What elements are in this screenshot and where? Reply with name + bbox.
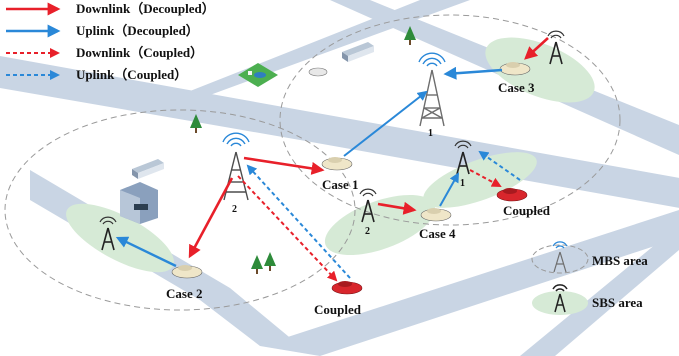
uplink-decoupled-case3: [443, 66, 503, 80]
uplink-decoupled-case4: [439, 172, 459, 207]
scenery: [120, 26, 416, 274]
vehicles: [171, 62, 531, 295]
building-icon: [120, 182, 158, 224]
car-icon: [420, 208, 452, 222]
coupled-label-right: Coupled: [503, 203, 551, 218]
tree-icon: [190, 114, 202, 133]
road-bottom-right: [520, 225, 679, 356]
mbs-areas: [4, 14, 621, 311]
car-icon: [171, 265, 203, 279]
signal-icon: [99, 216, 117, 225]
legend-label: Uplink（Decoupled）: [76, 23, 199, 38]
sbs-area-coupled: [423, 152, 537, 208]
sbs-area-label: SBS area: [592, 295, 643, 310]
car-icon: [331, 281, 363, 295]
sbs-tower-case3: [547, 30, 565, 65]
legend-item-downlink-decoupled: Downlink（Decoupled）: [6, 1, 215, 16]
tower-number: 1: [428, 128, 433, 139]
downlink-coupled-right: [469, 169, 502, 187]
tower-icon: [552, 241, 568, 273]
sbs-tower-case2: [99, 216, 117, 251]
legend-label: Downlink（Decoupled）: [76, 1, 215, 16]
downlink-decoupled-case1: [243, 156, 325, 175]
sbs-area-swatch: [532, 291, 588, 315]
coupled-label-lower: Coupled: [314, 302, 362, 317]
tower-icon: [101, 227, 115, 251]
downlink-decoupled-case2: [188, 177, 234, 259]
tower-number: 1: [460, 178, 465, 189]
mbs-area-label: MBS area: [592, 253, 648, 268]
signal-icon: [359, 188, 377, 197]
uplink-decoupled-case1: [343, 90, 428, 157]
links: [115, 37, 549, 282]
legend: Downlink（Decoupled） Uplink（Decoupled） Do…: [6, 1, 215, 82]
car-icon: [499, 62, 531, 76]
case1-label: Case 1: [322, 177, 358, 192]
case3-label: Case 3: [498, 80, 535, 95]
tower-icon: [456, 151, 470, 175]
park-icon: [238, 63, 278, 87]
mbs-area-right: [279, 14, 621, 226]
car-icon: [496, 188, 528, 202]
sbs-area-case3: [485, 37, 595, 103]
sbs-tower-center: 2: [359, 188, 377, 237]
signal-icon: [222, 132, 250, 147]
legend-item-uplink-coupled: Uplink（Coupled）: [6, 67, 187, 82]
signal-icon: [547, 30, 565, 39]
legend-label: Downlink（Coupled）: [76, 45, 203, 60]
case-labels: Case 1 Case 2 Case 3 Case 4 Coupled Coup…: [166, 80, 551, 317]
sbs-tower-right: 1: [454, 140, 472, 189]
key-item-sbs: SBS area: [532, 284, 643, 315]
car-icon: [308, 67, 328, 77]
tower-number: 2: [232, 204, 237, 215]
road-upper-diagonal: [180, 0, 470, 95]
car-icon: [321, 157, 353, 171]
downlink-coupled-lower: [237, 175, 338, 282]
downlink-decoupled-case3: [524, 37, 549, 60]
mbs-area-left: [4, 109, 356, 311]
signal-icon: [454, 140, 472, 149]
legend-label: Uplink（Coupled）: [76, 67, 187, 82]
legend-item-downlink-coupled: Downlink（Coupled）: [6, 45, 203, 60]
signal-icon: [418, 52, 446, 67]
uplink-coupled-right: [478, 150, 521, 181]
bus-icon: [132, 159, 164, 179]
uplink-decoupled-case2: [115, 236, 177, 268]
tower-number: 2: [365, 226, 370, 237]
tree-icon: [404, 26, 416, 45]
key-item-mbs: MBS area: [531, 241, 648, 274]
tower-icon: [419, 69, 445, 127]
case4-label: Case 4: [419, 226, 456, 241]
tree-icon: [264, 252, 276, 271]
legend-item-uplink-decoupled: Uplink（Decoupled）: [6, 23, 199, 38]
mbs-tower-center: 1: [418, 52, 446, 139]
mbs-area-swatch: [531, 244, 589, 274]
uplink-coupled-lower: [246, 164, 351, 279]
tree-icon: [251, 255, 263, 274]
tower-icon: [223, 151, 249, 201]
tower-icon: [549, 41, 563, 65]
bus-icon: [342, 42, 374, 62]
area-key: MBS area SBS area: [531, 241, 648, 315]
downlink-decoupled-case4: [377, 201, 417, 215]
case2-label: Case 2: [166, 286, 202, 301]
mbs-tower-left: 2: [222, 132, 250, 215]
tower-icon: [552, 284, 568, 313]
tower-icon: [361, 199, 375, 223]
